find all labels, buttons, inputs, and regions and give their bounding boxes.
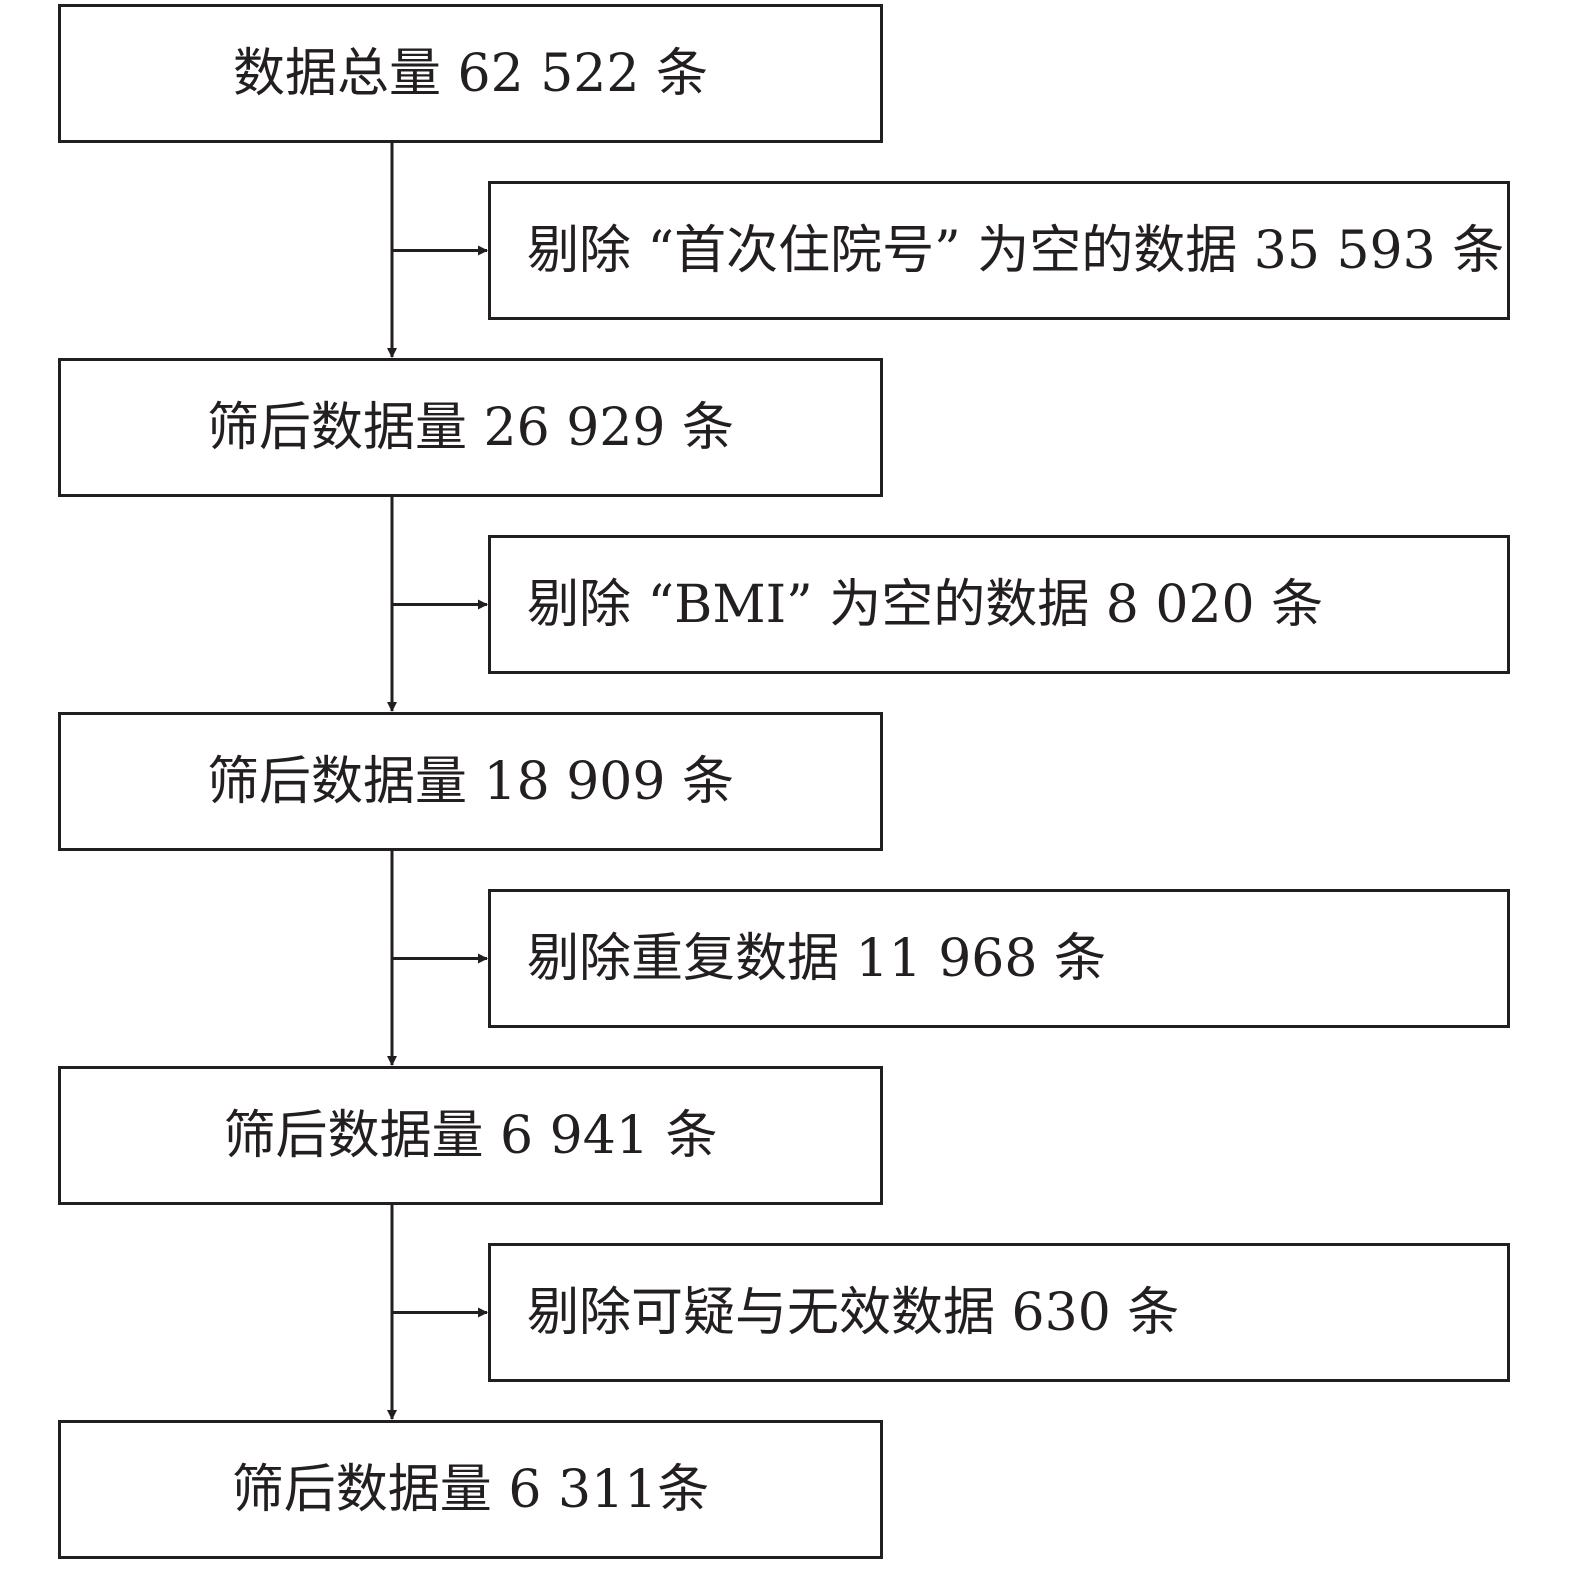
filtered-records-box-2: 筛后数据量 18 909 条 [58,712,883,851]
filtered-records-box-1: 筛后数据量 26 929 条 [58,358,883,497]
excluded-invalid-box: 剔除可疑与无效数据 630 条 [488,1243,1510,1382]
excluded-empty-bmi-label: 剔除 “BMI” 为空的数据 8 020 条 [527,574,1324,635]
excluded-duplicates-label: 剔除重复数据 11 968 条 [527,928,1107,989]
excluded-duplicates-box: 剔除重复数据 11 968 条 [488,889,1510,1028]
final-records-box: 筛后数据量 6 311条 [58,1420,883,1559]
total-records-label: 数据总量 62 522 条 [232,43,708,104]
excluded-empty-bmi-box: 剔除 “BMI” 为空的数据 8 020 条 [488,535,1510,674]
excluded-invalid-label: 剔除可疑与无效数据 630 条 [527,1282,1180,1343]
filtered-records-box-3: 筛后数据量 6 941 条 [58,1066,883,1205]
excluded-empty-admission-id-label: 剔除 “首次住院号” 为空的数据 35 593 条 [527,220,1505,281]
filtered-records-label-1: 筛后数据量 26 929 条 [206,397,734,458]
total-records-box: 数据总量 62 522 条 [58,4,883,143]
filtered-records-label-2: 筛后数据量 18 909 条 [206,751,734,812]
filtered-records-label-3: 筛后数据量 6 941 条 [223,1105,718,1166]
excluded-empty-admission-id-box: 剔除 “首次住院号” 为空的数据 35 593 条 [488,181,1510,320]
final-records-label: 筛后数据量 6 311条 [231,1459,710,1520]
